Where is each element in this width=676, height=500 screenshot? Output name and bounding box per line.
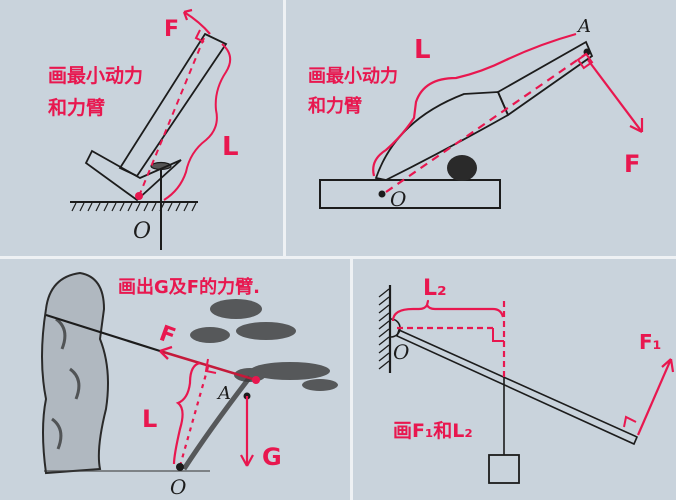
pivot-label: O (393, 340, 409, 364)
panel-tree: F L A G O 画出G及F的力臂. (0, 259, 350, 500)
panel-hammer: F L O 画最小动力 和力臂 (0, 0, 283, 256)
hammer-diagram: F L O 画最小动力 和力臂 (48, 8, 239, 250)
pivot-label: O (390, 187, 406, 211)
force-label: F (164, 17, 179, 42)
force-label: F₁ (639, 330, 661, 354)
panel-wall-lever: L₂ F₁ O 画F₁和L₂ (353, 259, 676, 500)
instruction-line1: 画最小动力 (48, 64, 143, 87)
arm-label: L (142, 405, 157, 433)
force-label: F (624, 150, 640, 178)
pivot-label: O (133, 219, 151, 244)
pivot-label: O (170, 475, 186, 499)
gravity-label: G (262, 443, 282, 471)
instruction-line2: 和力臂 (308, 95, 362, 117)
tree-diagram: F L A G O 画出G及F的力臂. (41, 271, 338, 499)
arm-label: L (414, 35, 431, 65)
arm-label: L (222, 132, 239, 162)
wall-lever-diagram: L₂ F₁ O 画F₁和L₂ (378, 276, 675, 484)
shovel-diagram: L A F O 画最小动力 和力臂 (308, 16, 644, 211)
arm-label: L₂ (423, 276, 447, 301)
point-a-label: A (216, 383, 231, 404)
point-a-label: A (576, 16, 591, 37)
force-label: F (156, 321, 179, 350)
panel-shovel: L A F O 画最小动力 和力臂 (286, 0, 676, 256)
instruction: 画出G及F的力臂. (118, 276, 260, 298)
instruction: 画F₁和L₂ (393, 419, 473, 442)
instruction-line2: 和力臂 (48, 96, 105, 119)
instruction-line1: 画最小动力 (308, 66, 398, 87)
